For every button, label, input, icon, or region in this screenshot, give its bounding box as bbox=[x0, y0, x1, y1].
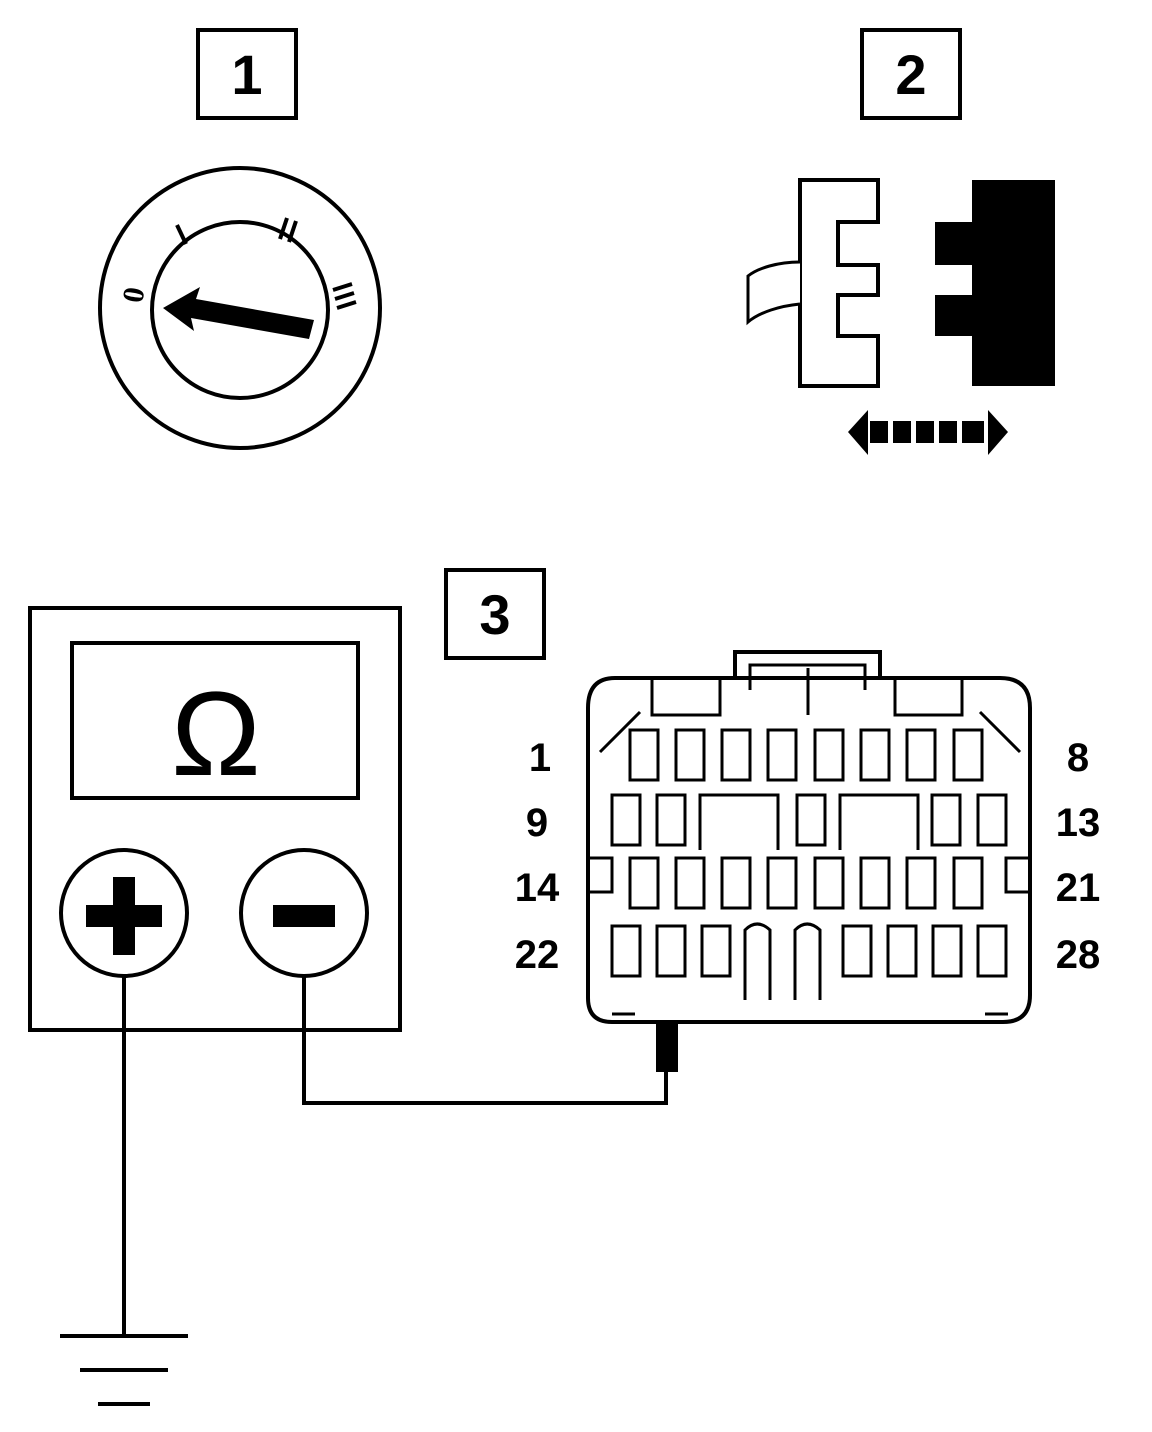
ignition-pointer-icon bbox=[163, 287, 314, 339]
pin-cavity-9 bbox=[610, 793, 642, 847]
row4-right-label: 28 bbox=[1056, 933, 1101, 977]
step-3-label: 3 bbox=[444, 568, 546, 660]
ground-icon bbox=[60, 1334, 188, 1406]
step-3-number: 3 bbox=[479, 583, 510, 646]
pin-cavity-28 bbox=[976, 924, 1008, 978]
row4-left-label: 22 bbox=[515, 933, 560, 977]
row1-left-label: 1 bbox=[529, 736, 551, 780]
pin-cavity-8 bbox=[952, 728, 984, 782]
pin-cavity-18 bbox=[813, 856, 845, 910]
pin-cavity-11 bbox=[795, 793, 827, 847]
step-2-label: 2 bbox=[860, 28, 962, 120]
pin-cavity-15 bbox=[674, 856, 706, 910]
pin-cavity-25 bbox=[841, 924, 873, 978]
row3-right-label: 21 bbox=[1056, 866, 1101, 910]
pin-cavity-7 bbox=[905, 728, 937, 782]
row2-left-label: 9 bbox=[526, 801, 548, 845]
step-1-label: 1 bbox=[196, 28, 298, 120]
ohm-symbol: Ω bbox=[171, 667, 261, 801]
pin-cavity-6 bbox=[859, 728, 891, 782]
pin-cavity-16 bbox=[720, 856, 752, 910]
pin-cavity-4 bbox=[766, 728, 798, 782]
minus-icon bbox=[273, 905, 335, 927]
pin-cavity-2 bbox=[674, 728, 706, 782]
step-2-number: 2 bbox=[895, 43, 926, 106]
pin-cavity-22 bbox=[610, 924, 642, 978]
ignition-switch-icon: 0 bbox=[98, 166, 382, 450]
pin-cavity-23 bbox=[655, 924, 687, 978]
row1-right-label: 8 bbox=[1067, 736, 1089, 780]
pin-cavity-3 bbox=[720, 728, 752, 782]
double-arrow-icon bbox=[848, 410, 1008, 455]
pin-cavity-1 bbox=[628, 728, 660, 782]
pin-cavities bbox=[610, 728, 1008, 978]
pin-cavity-17 bbox=[766, 856, 798, 910]
pin-cavity-13 bbox=[976, 793, 1008, 847]
pin-cavity-27 bbox=[931, 924, 963, 978]
connector-disconnect-icon bbox=[746, 178, 1055, 455]
row3-left-label: 14 bbox=[515, 866, 560, 910]
pin-cavity-5 bbox=[813, 728, 845, 782]
pin-cavity-24 bbox=[700, 924, 732, 978]
pin-cavity-26 bbox=[886, 924, 918, 978]
pin-cavity-12 bbox=[930, 793, 962, 847]
row2-right-label: 13 bbox=[1056, 801, 1101, 845]
ignition-position-0: 0 bbox=[116, 285, 151, 306]
ohmmeter: Ω bbox=[28, 606, 402, 1032]
step-1-number: 1 bbox=[231, 43, 262, 106]
pin-cavity-21 bbox=[952, 856, 984, 910]
connector-face: 1 9 14 22 8 13 21 28 bbox=[515, 650, 1101, 1024]
pin-cavity-20 bbox=[905, 856, 937, 910]
pin-cavity-19 bbox=[859, 856, 891, 910]
pin-cavity-10 bbox=[655, 793, 687, 847]
pin-cavity-14 bbox=[628, 856, 660, 910]
meter-display bbox=[70, 641, 360, 800]
